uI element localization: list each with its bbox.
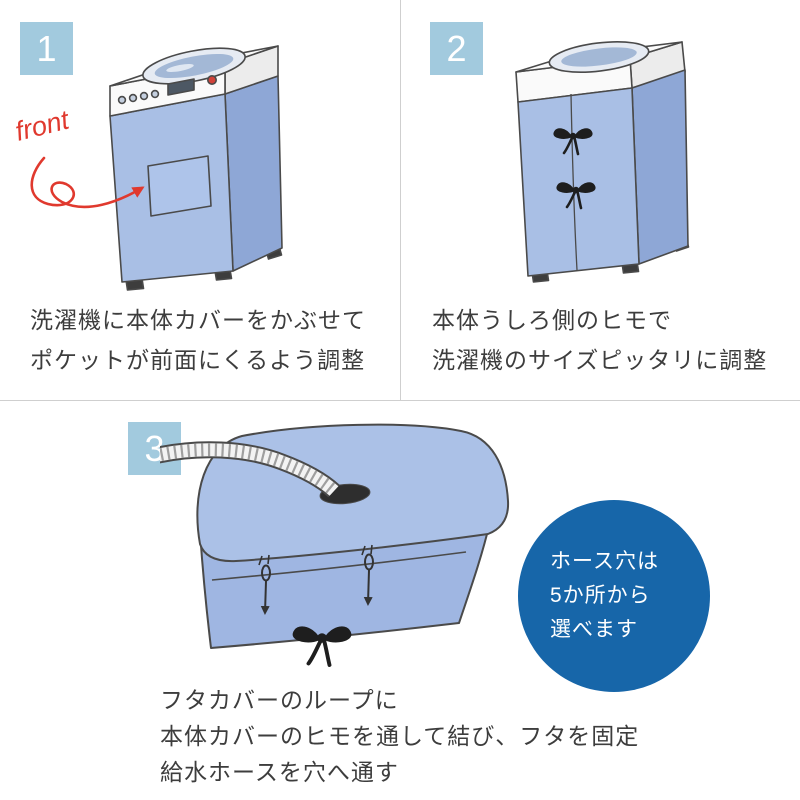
step2-number: 2: [446, 28, 467, 69]
loop-string-icon: [361, 544, 374, 606]
front-arrow-icon: [30, 156, 145, 209]
horizontal-divider: [0, 400, 800, 401]
hose-hole-note-balloon: ホース穴は 5か所から 選べます: [518, 500, 710, 692]
step2-caption-line1: 本体うしろ側のヒモで: [432, 307, 672, 333]
lid-icon: [548, 41, 650, 73]
step2-number-badge: 2: [430, 22, 483, 75]
cover-side-panel: [224, 75, 283, 272]
cover-seam-line: [211, 551, 467, 581]
balloon-line3: 選べます: [550, 618, 638, 641]
step3-caption: フタカバーのループに 本体カバーのヒモを通して結び、フタを固定 給水ホースを穴へ…: [160, 682, 639, 790]
cover-pocket: [147, 155, 212, 217]
display-icon: [167, 78, 195, 96]
step1-number: 1: [36, 28, 57, 69]
step1-caption-line2: ポケットが前面にくるよう調整: [30, 347, 366, 373]
step2-caption-line2: 洗濯機のサイズピッタリに調整: [432, 347, 768, 373]
step3-caption-line2: 本体カバーのヒモを通して結び、フタを固定: [160, 723, 640, 749]
balloon-line2: 5か所から: [550, 584, 651, 607]
step3-caption-line3: 給水ホースを穴へ通す: [160, 759, 399, 785]
loop-string-icon: [258, 554, 271, 615]
step1-washing-machine-illustration: front: [12, 45, 283, 291]
step1-caption: 洗濯機に本体カバーをかぶせて ポケットが前面にくるよう調整: [30, 300, 366, 380]
vertical-divider: [400, 0, 401, 400]
water-hose-icon: [160, 441, 340, 498]
cover-back-panel: [517, 87, 640, 277]
step1-number-badge: 1: [20, 22, 73, 75]
covered-washing-machine-icon: [515, 41, 690, 283]
control-buttons-icon: [117, 89, 160, 105]
power-button-icon: [207, 74, 218, 85]
cover-slit-line: [570, 93, 578, 271]
lid-icon: [142, 47, 246, 85]
step3-hose-and-lid-cover-illustration: [160, 423, 510, 667]
front-label: front: [12, 104, 73, 147]
step1-caption-line1: 洗濯機に本体カバーをかぶせて: [30, 307, 366, 333]
balloon-line1: ホース穴は: [550, 550, 659, 573]
step2-caption: 本体うしろ側のヒモで 洗濯機のサイズピッタリに調整: [432, 300, 767, 380]
step3-caption-line1: フタカバーのループに: [160, 687, 399, 713]
cover-side-panel: [631, 69, 689, 265]
washing-machine-with-cover-icon: [109, 45, 283, 291]
step2-covered-machine-illustration: [515, 41, 690, 283]
